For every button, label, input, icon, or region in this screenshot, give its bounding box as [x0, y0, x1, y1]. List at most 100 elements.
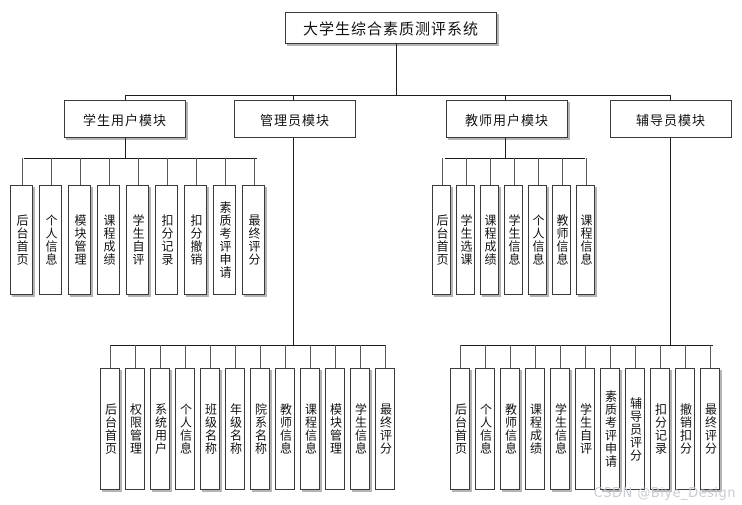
node-module-teacher[interactable]: 教师用户模块 — [446, 100, 568, 138]
node-leaf-label: 学生信息 — [506, 214, 521, 266]
connector-leaf-teacher-0 — [442, 158, 443, 185]
connector-leaf-teacher-3 — [514, 158, 515, 185]
node-leaf-label: 辅导员评分 — [628, 396, 643, 462]
connector-leaf-admin-4 — [210, 345, 211, 368]
node-root[interactable]: 大学生综合素质测评系统 — [285, 12, 497, 44]
node-leaf-admin-11[interactable]: 最终评分 — [375, 368, 395, 490]
node-leaf-label: 个人信息 — [478, 403, 493, 455]
node-leaf-label: 后台首页 — [103, 403, 118, 455]
node-leaf-counselor-0[interactable]: 后台首页 — [450, 368, 470, 490]
connector-leaf-student-5 — [167, 158, 168, 185]
node-leaf-label: 课程信息 — [303, 403, 318, 455]
connector-leaf-counselor-3 — [535, 345, 536, 368]
watermark: CSDN @Biye_Design — [593, 486, 736, 501]
connector-leaf-student-1 — [51, 158, 52, 185]
node-leaf-label: 学生自评 — [130, 214, 145, 266]
node-leaf-label: 后台首页 — [14, 214, 29, 266]
node-leaf-counselor-10[interactable]: 最终评分 — [700, 368, 720, 490]
connector-admin-stem — [293, 138, 294, 345]
node-leaf-teacher-5[interactable]: 教师信息 — [552, 185, 571, 295]
node-leaf-admin-5[interactable]: 年级名称 — [225, 368, 245, 490]
node-leaf-student-3[interactable]: 课程成绩 — [97, 185, 120, 295]
node-leaf-student-7[interactable]: 素质考评申请 — [213, 185, 236, 295]
connector-leaf-teacher-1 — [466, 158, 467, 185]
node-leaf-counselor-7[interactable]: 辅导员评分 — [625, 368, 645, 490]
node-leaf-label: 撤销扣分 — [678, 403, 693, 455]
node-leaf-admin-8[interactable]: 课程信息 — [300, 368, 320, 490]
node-leaf-counselor-1[interactable]: 个人信息 — [475, 368, 495, 490]
node-leaf-counselor-4[interactable]: 学生信息 — [550, 368, 570, 490]
node-leaf-label: 后台首页 — [434, 214, 449, 266]
connector-leaf-admin-7 — [285, 345, 286, 368]
connector-admin-bus — [110, 345, 385, 346]
node-leaf-counselor-6[interactable]: 素质考评申请 — [600, 368, 620, 490]
node-module-teacher-label: 教师用户模块 — [464, 113, 549, 129]
node-module-student-label: 学生用户模块 — [82, 113, 167, 129]
node-leaf-student-4[interactable]: 学生自评 — [126, 185, 149, 295]
connector-leaf-admin-6 — [260, 345, 261, 368]
node-leaf-admin-6[interactable]: 院系名称 — [250, 368, 270, 490]
node-leaf-label: 个人信息 — [530, 214, 545, 266]
connector-leaf-admin-0 — [110, 345, 111, 368]
connector-leaf-counselor-10 — [710, 345, 711, 368]
node-leaf-label: 课程成绩 — [101, 214, 116, 266]
connector-leaf-admin-10 — [360, 345, 361, 368]
node-leaf-student-8[interactable]: 最终评分 — [242, 185, 265, 295]
node-leaf-teacher-4[interactable]: 个人信息 — [528, 185, 547, 295]
node-leaf-admin-2[interactable]: 系统用户 — [150, 368, 170, 490]
node-leaf-admin-3[interactable]: 个人信息 — [175, 368, 195, 490]
node-leaf-label: 教师信息 — [503, 403, 518, 455]
connector-leaf-student-0 — [22, 158, 23, 185]
connector-leaf-student-7 — [225, 158, 226, 185]
node-leaf-counselor-3[interactable]: 课程成绩 — [525, 368, 545, 490]
node-leaf-label: 教师信息 — [278, 403, 293, 455]
node-leaf-counselor-5[interactable]: 学生自评 — [575, 368, 595, 490]
connector-leaf-teacher-6 — [586, 158, 587, 185]
node-leaf-admin-10[interactable]: 学生信息 — [350, 368, 370, 490]
node-leaf-admin-7[interactable]: 教师信息 — [275, 368, 295, 490]
connector-leaf-teacher-4 — [538, 158, 539, 185]
connector-leaf-counselor-5 — [585, 345, 586, 368]
node-module-student[interactable]: 学生用户模块 — [64, 100, 186, 138]
connector-teacher-stem — [505, 138, 506, 158]
node-leaf-label: 最终评分 — [246, 214, 261, 266]
connector-leaf-counselor-2 — [510, 345, 511, 368]
node-leaf-label: 素质考评申请 — [603, 390, 618, 468]
connector-leaf-counselor-7 — [635, 345, 636, 368]
node-leaf-counselor-2[interactable]: 教师信息 — [500, 368, 520, 490]
node-leaf-teacher-2[interactable]: 课程成绩 — [480, 185, 499, 295]
node-module-admin[interactable]: 管理员模块 — [234, 100, 356, 138]
node-leaf-label: 最终评分 — [703, 403, 718, 455]
node-leaf-admin-0[interactable]: 后台首页 — [100, 368, 120, 490]
node-leaf-label: 院系名称 — [253, 403, 268, 455]
node-leaf-student-5[interactable]: 扣分记录 — [155, 185, 178, 295]
connector-counselor-bus — [460, 345, 713, 346]
node-leaf-teacher-3[interactable]: 学生信息 — [504, 185, 523, 295]
node-module-counselor-label: 辅导员模块 — [635, 113, 706, 129]
node-module-admin-label: 管理员模块 — [259, 113, 330, 129]
connector-leaf-admin-1 — [135, 345, 136, 368]
node-leaf-student-2[interactable]: 模块管理 — [68, 185, 91, 295]
node-leaf-teacher-0[interactable]: 后台首页 — [432, 185, 451, 295]
node-leaf-admin-1[interactable]: 权限管理 — [125, 368, 145, 490]
node-leaf-student-6[interactable]: 扣分撤销 — [184, 185, 207, 295]
node-leaf-counselor-9[interactable]: 撤销扣分 — [675, 368, 695, 490]
node-leaf-admin-4[interactable]: 班级名称 — [200, 368, 220, 490]
node-leaf-student-0[interactable]: 后台首页 — [10, 185, 33, 295]
node-leaf-teacher-6[interactable]: 课程信息 — [576, 185, 595, 295]
connector-leaf-admin-9 — [335, 345, 336, 368]
node-leaf-label: 教师信息 — [554, 214, 569, 266]
node-leaf-label: 年级名称 — [228, 403, 243, 455]
node-leaf-admin-9[interactable]: 模块管理 — [325, 368, 345, 490]
node-leaf-student-1[interactable]: 个人信息 — [39, 185, 62, 295]
node-leaf-counselor-8[interactable]: 扣分记录 — [650, 368, 670, 490]
connector-root-stem — [396, 44, 397, 95]
connector-leaf-counselor-9 — [685, 345, 686, 368]
node-leaf-label: 课程成绩 — [528, 403, 543, 455]
connector-level2-bus — [125, 95, 671, 96]
node-leaf-teacher-1[interactable]: 学生选课 — [456, 185, 475, 295]
node-module-counselor[interactable]: 辅导员模块 — [610, 100, 732, 138]
node-leaf-label: 扣分撤销 — [188, 214, 203, 266]
node-leaf-label: 个人信息 — [43, 214, 58, 266]
